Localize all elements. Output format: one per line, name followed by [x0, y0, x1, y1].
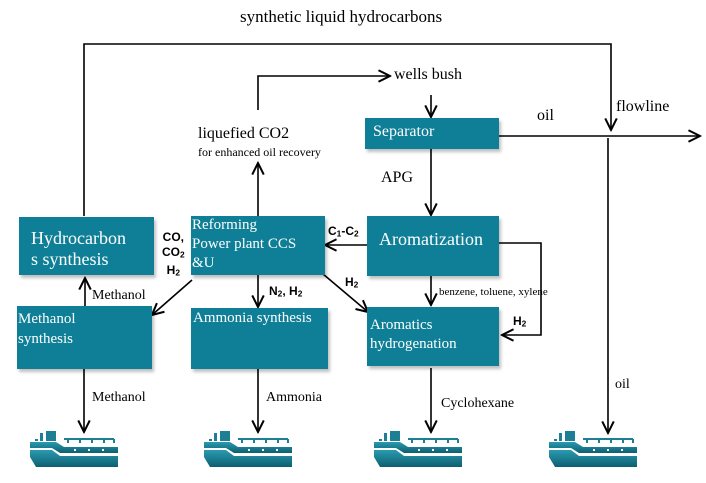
- ammonia-synthesis-box: Ammonia synthesis: [191, 308, 328, 369]
- methanol-synthesis-label-line2: synthesis: [18, 331, 74, 347]
- co2-to-wells-line: [257, 76, 390, 110]
- oil-label-top: oil: [537, 107, 554, 124]
- reforming-to-methanol-arrow: [152, 279, 193, 315]
- synthetic-hydrocarbons-label: synthetic liquid hydrocarbons: [240, 7, 443, 26]
- tanker-ship-icon: [203, 431, 293, 468]
- reforming-label-line2: Power plant CCS: [192, 236, 297, 252]
- co-co2-h2-label: CO, CO2 H2: [162, 230, 185, 278]
- h2-loop-arrow: [499, 242, 542, 335]
- aromatics-hydrogenation-box: Aromatics hydrogenation: [367, 307, 499, 366]
- methanol-intermediate-label: Methanol: [92, 288, 146, 303]
- methanol-synthesis-box: Methanol synthesis: [17, 306, 152, 369]
- aromatization-box: Aromatization: [367, 216, 499, 276]
- cyclohexane-product-label: Cyclohexane: [441, 396, 515, 411]
- liquefied-co2-label: liquefied CO2: [198, 125, 290, 142]
- oil-product-label: oil: [615, 377, 630, 392]
- methanol-synthesis-label-line1: Methanol: [18, 311, 76, 327]
- aromatics-label-line2: hydrogenation: [370, 336, 457, 352]
- aromatics-label-line1: Aromatics: [370, 317, 433, 333]
- tanker-ship-icon: [373, 431, 463, 468]
- n2-h2-label: N2, H2: [269, 284, 303, 299]
- reforming-box: Reforming Power plant CCS &U: [191, 216, 325, 275]
- ammonia-synthesis-label: Ammonia synthesis: [193, 310, 312, 326]
- methanol-product-label: Methanol: [92, 390, 146, 405]
- reforming-label-line3: &U: [192, 255, 215, 271]
- tanker-ship-icon: [29, 431, 119, 468]
- flowline-label: flowline: [616, 98, 670, 115]
- separator-box: Separator: [365, 118, 499, 149]
- h2-loop-label: H2: [513, 314, 527, 329]
- synthetic-hydrocarbons-line: [83, 43, 611, 216]
- hydrocarbons-synthesis-box: Hydrocarbon s synthesis: [19, 217, 154, 275]
- reforming-label-line1: Reforming: [192, 217, 257, 233]
- wells-bush-label: wells bush: [394, 66, 462, 83]
- h2-mid-label: H2: [345, 275, 359, 290]
- separator-label: Separator: [373, 123, 435, 140]
- aromatization-label: Aromatization: [379, 229, 483, 249]
- hydrocarbons-label-line1: Hydrocarbon: [31, 228, 126, 248]
- ammonia-product-label: Ammonia: [266, 390, 322, 405]
- enhanced-oil-recovery-label: for enhanced oil recovery: [198, 145, 321, 159]
- tanker-ship-icon: [548, 431, 638, 468]
- hydrocarbons-label-line2: s synthesis: [31, 249, 109, 269]
- h2-to-aromatics-arrow: [322, 273, 368, 312]
- apg-label: APG: [381, 169, 414, 186]
- btx-label: benzene, toluene, xylene: [439, 286, 548, 298]
- c1-c2-label: C1-C2: [328, 224, 359, 239]
